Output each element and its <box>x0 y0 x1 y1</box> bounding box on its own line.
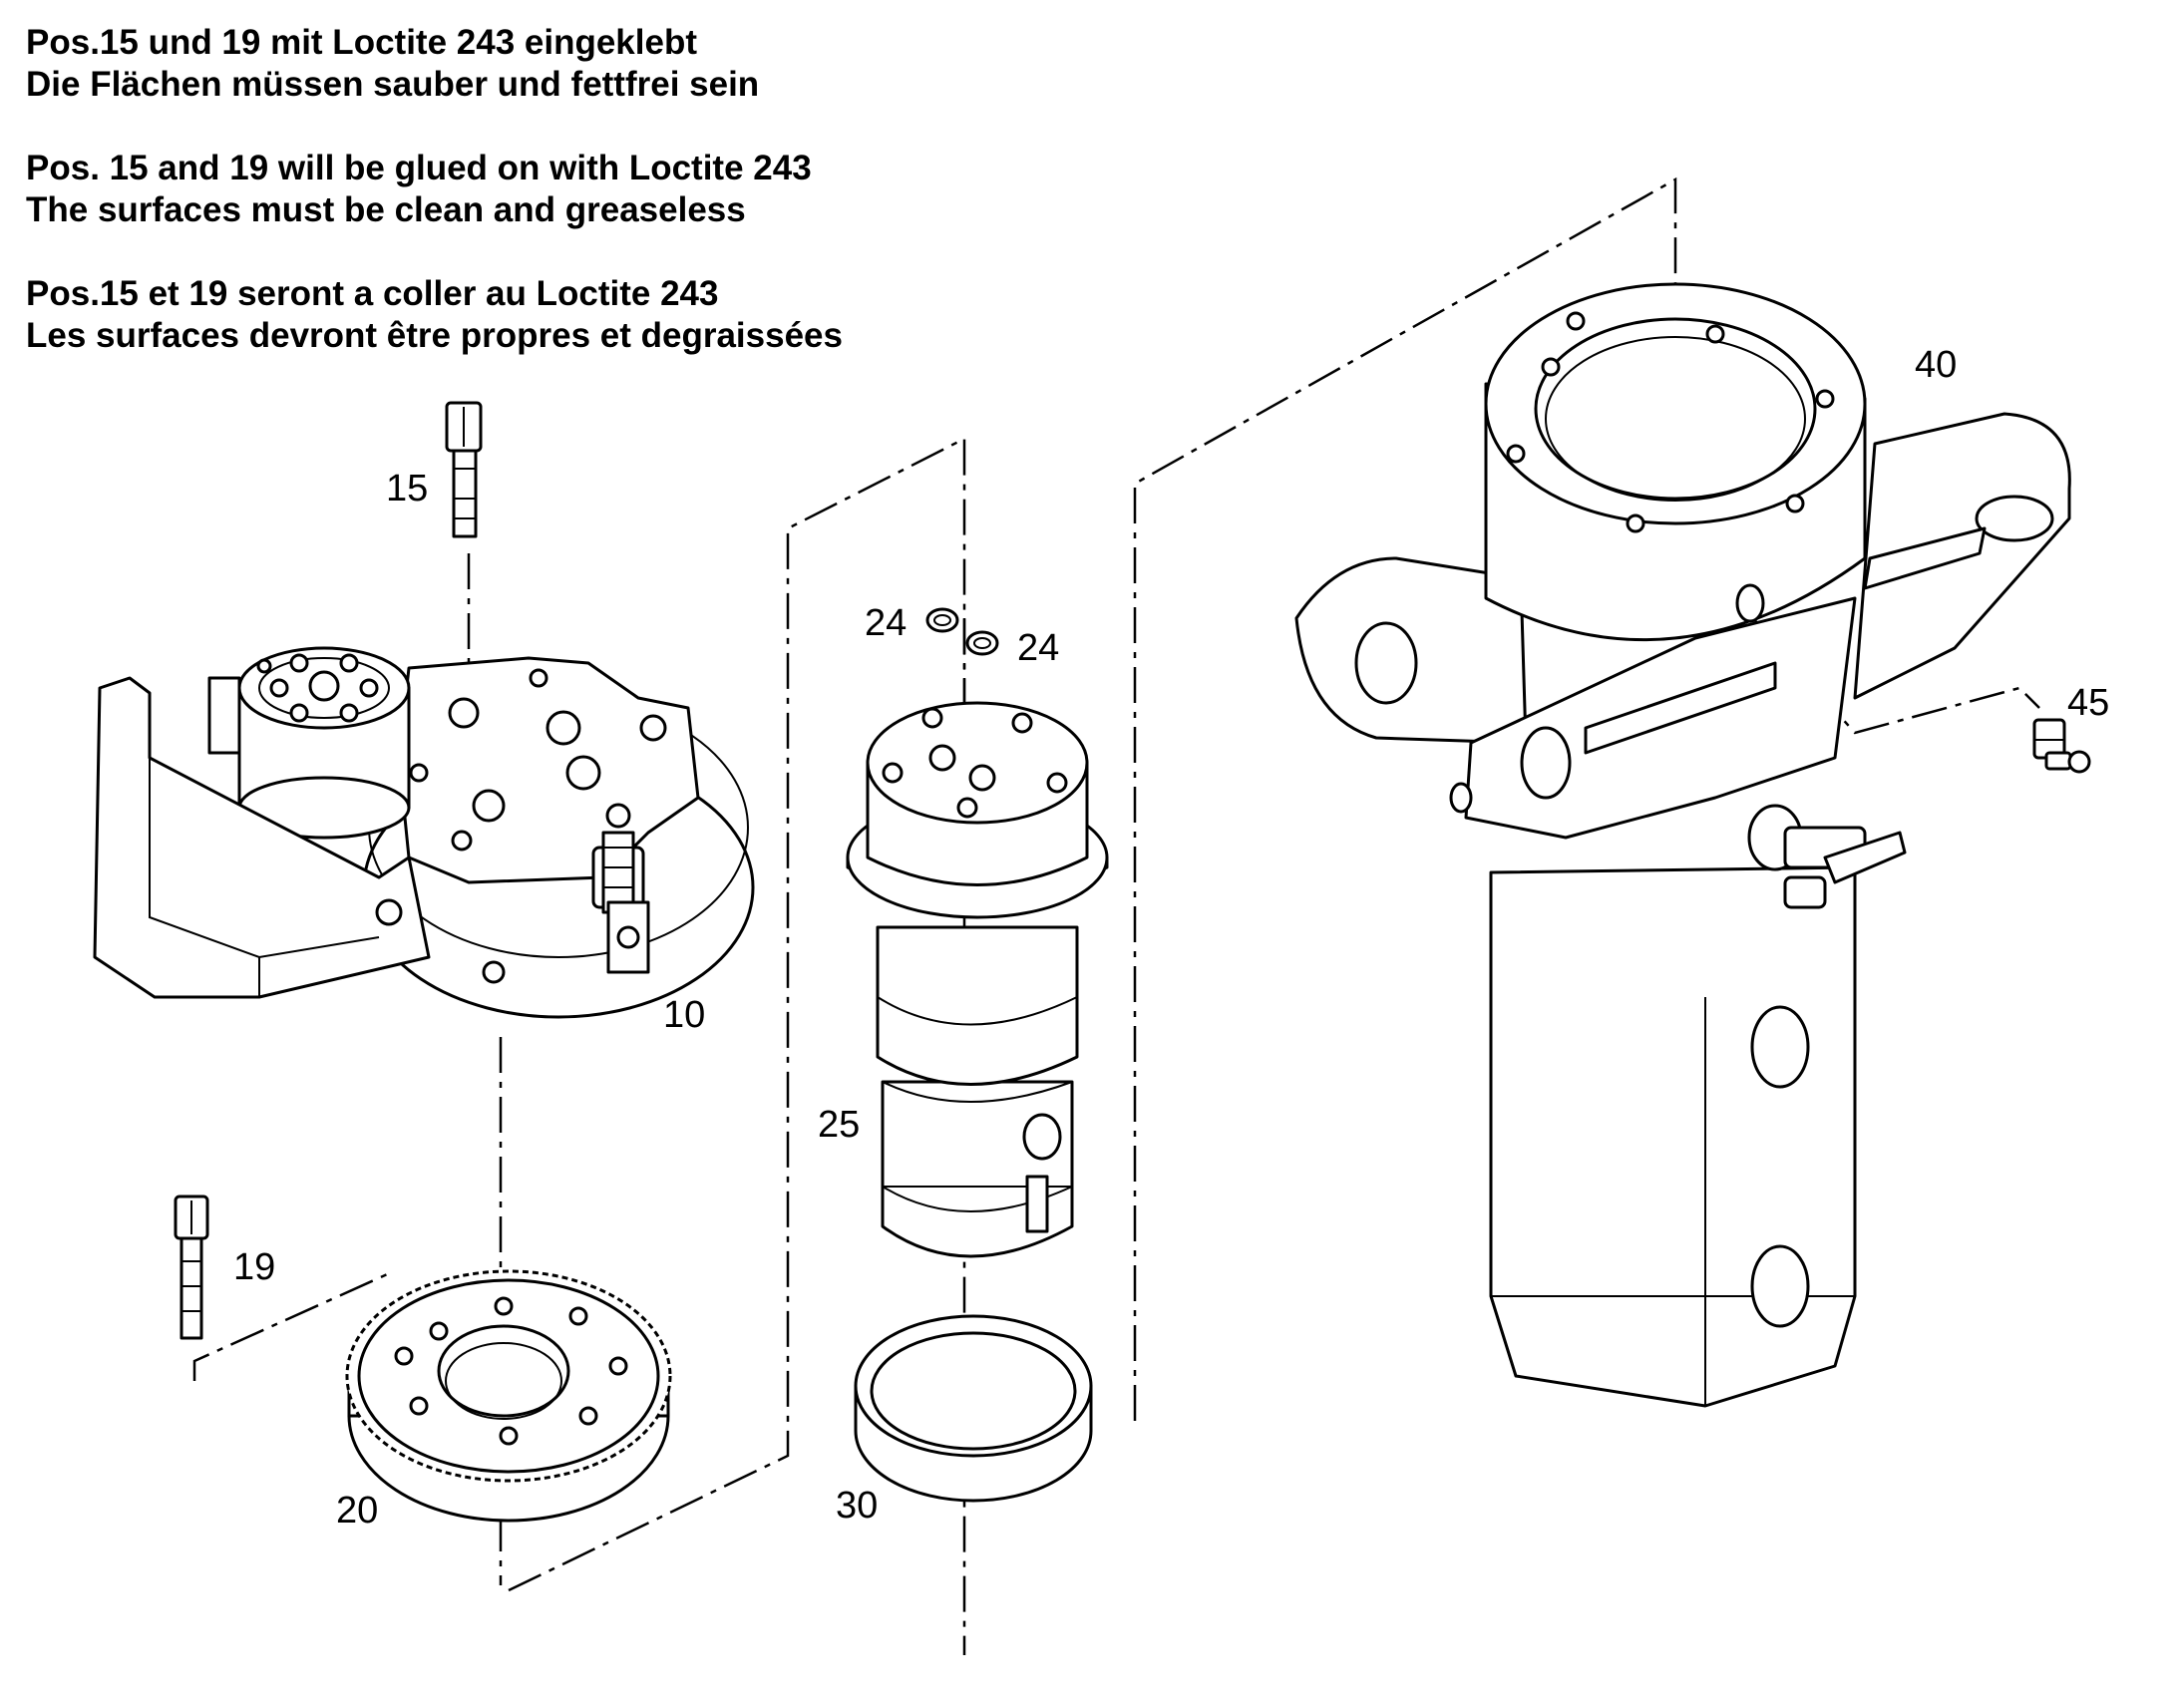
part-45-grease-nipple <box>2032 718 2091 774</box>
part-19-screw <box>174 1195 209 1340</box>
callout-19: 19 <box>233 1246 275 1288</box>
assembly-notes: Pos.15 und 19 mit Loctite 243 eingeklebt… <box>26 22 843 357</box>
part-40-housing <box>1294 282 2071 1408</box>
note-fr-line1: Pos.15 et 19 seront a coller au Loctite … <box>26 274 719 313</box>
callout-labels: 15 10 19 20 24 24 25 30 40 45 <box>233 344 2109 1532</box>
callout-24-second: 24 <box>1017 627 1059 669</box>
part-15-screw <box>445 401 483 538</box>
note-en-line2: The surfaces must be clean and greaseles… <box>26 190 746 229</box>
part-24-orings <box>925 607 999 656</box>
callout-10: 10 <box>663 994 705 1036</box>
part-10-housing <box>93 646 755 1019</box>
part-30-ring <box>854 1314 1093 1503</box>
callout-40: 40 <box>1915 344 1957 386</box>
note-fr-line2: Les surfaces devront être propres et deg… <box>26 316 843 355</box>
callout-25: 25 <box>818 1104 860 1146</box>
callout-20: 20 <box>336 1490 378 1532</box>
callout-45: 45 <box>2067 682 2109 724</box>
part-25-shaft <box>846 701 1109 1258</box>
part-20-gear <box>345 1269 672 1523</box>
callout-30: 30 <box>836 1485 878 1527</box>
callout-15: 15 <box>386 468 428 510</box>
callout-24-first: 24 <box>865 602 907 644</box>
note-de-line2: Die Flächen müssen sauber und fettfrei s… <box>26 65 760 104</box>
note-de-line1: Pos.15 und 19 mit Loctite 243 eingeklebt <box>26 23 697 62</box>
note-en-line1: Pos. 15 and 19 will be glued on with Loc… <box>26 149 812 187</box>
